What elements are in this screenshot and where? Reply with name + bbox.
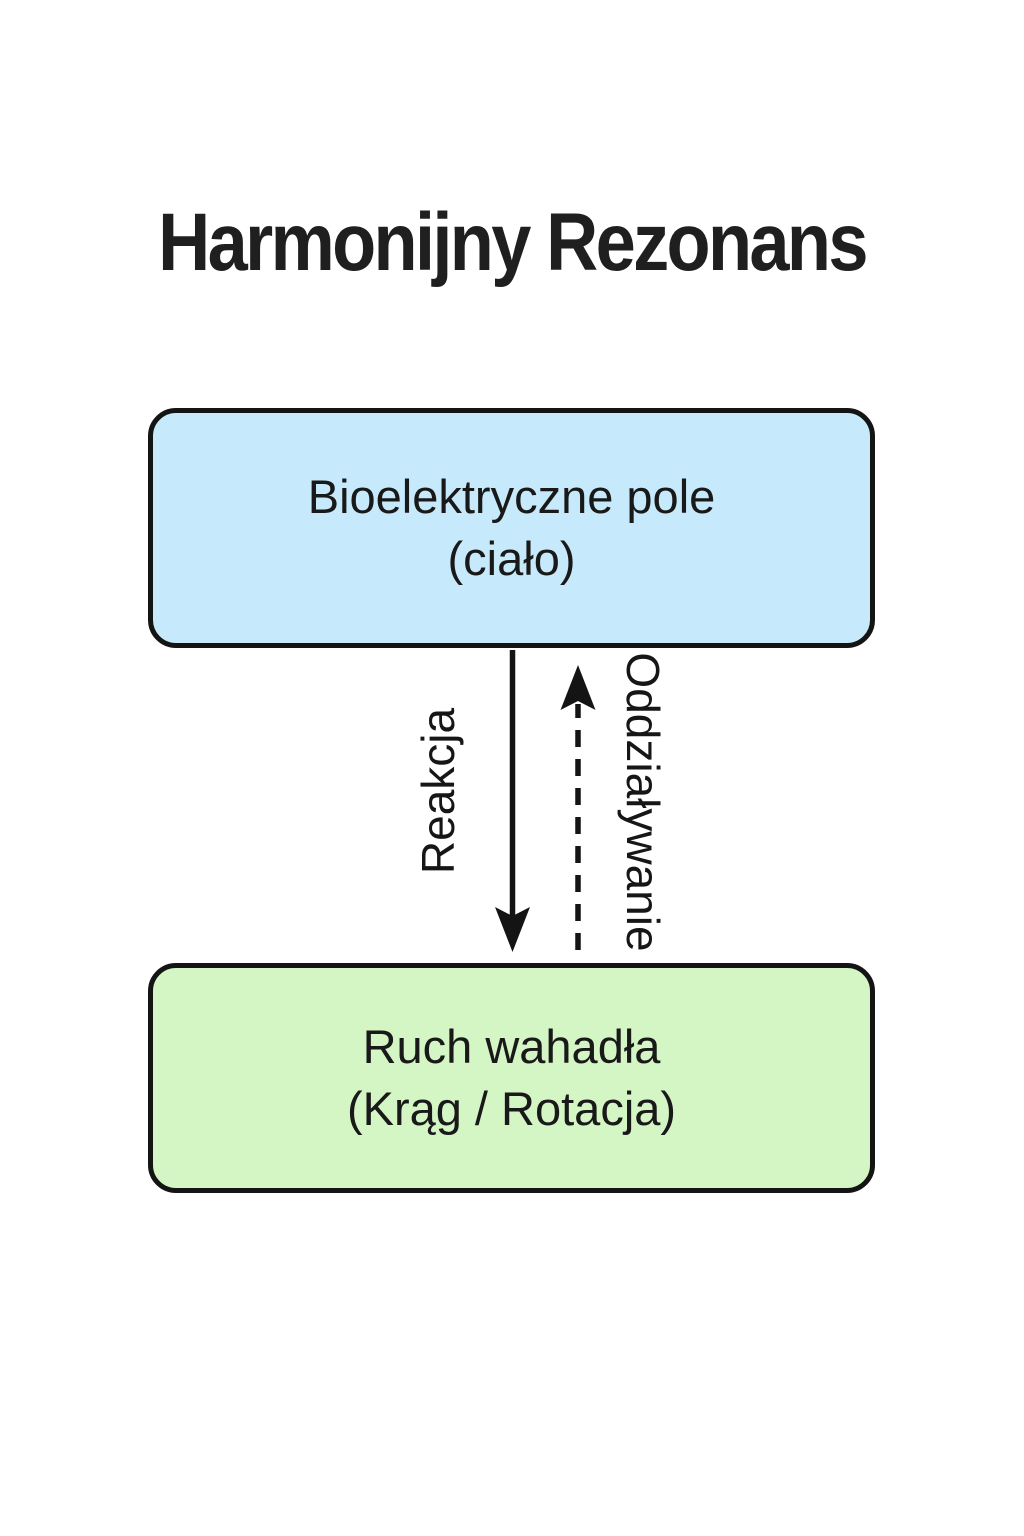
node-bioelectric-field-line2: (ciało)	[447, 532, 576, 585]
node-pendulum-motion: Ruch wahadła (Krąg / Rotacja)	[148, 963, 875, 1193]
arrow-reaction-head-icon	[495, 907, 530, 952]
arrow-influence-head-icon	[560, 665, 596, 710]
arrow-label-reakcja: Reakcja	[412, 707, 464, 875]
node-bioelectric-field-line1: Bioelektryczne pole	[307, 470, 716, 523]
node-bioelectric-field: Bioelektryczne pole (ciało)	[148, 408, 875, 648]
diagram-title: Harmonijny Rezonans	[158, 197, 868, 288]
node-pendulum-motion-line1: Ruch wahadła	[362, 1020, 661, 1073]
node-pendulum-motion-line2: (Krąg / Rotacja)	[346, 1082, 677, 1135]
arrow-label-oddzialywanie: Oddziaływanie	[617, 652, 669, 952]
